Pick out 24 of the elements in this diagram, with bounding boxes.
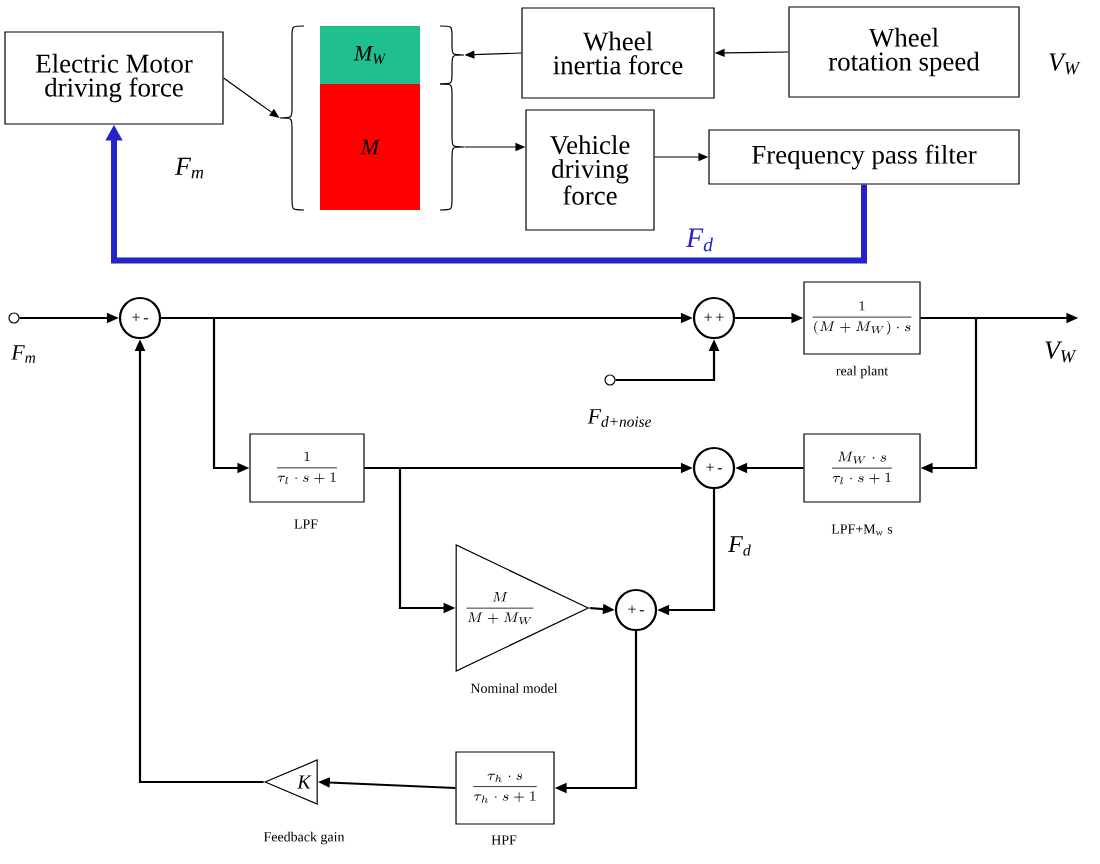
process-box: Vehicle driving force <box>525 109 655 231</box>
process-box: Wheel inertia force <box>521 7 715 99</box>
edge-label: F$_{d}$ <box>726 534 754 558</box>
mass-block: M$_{W}$ <box>320 26 420 84</box>
process-box: Frequency pass filter <box>708 129 1020 185</box>
arrow <box>920 316 978 474</box>
input-terminal <box>8 312 20 324</box>
mass-block: M <box>320 84 420 210</box>
signal-label: F$_{m}$ <box>174 157 204 179</box>
transfer-function-block: $\frac{1}{(M+M_W)\cdot s}$ <box>803 281 921 355</box>
signal-label: F$_{m}$ <box>11 345 36 363</box>
process-box: Electric Motor driving force <box>4 31 224 125</box>
brace <box>439 83 465 211</box>
signal-label: V$_{W}$ <box>1045 341 1077 363</box>
transfer-function-block: $\frac{M_W\cdot s}{\tau_l\cdot s+1}$ <box>803 433 921 503</box>
process-box: Wheel rotation speed <box>788 6 1020 98</box>
transfer-function-block: $\frac{\tau_h\cdot s}{\tau_h\cdot s+1}$ <box>455 751 555 825</box>
brace <box>439 25 465 85</box>
brace <box>279 25 305 211</box>
input-terminal <box>604 374 616 386</box>
edge-label: F$_{d}$ <box>684 226 716 254</box>
signal-label: F$_{d+noise}$ <box>587 409 652 427</box>
transfer-function-block: $\frac{1}{\tau_l\cdot s+1}$ <box>249 433 365 503</box>
signal-label: V$_{W}$ <box>1049 53 1081 75</box>
